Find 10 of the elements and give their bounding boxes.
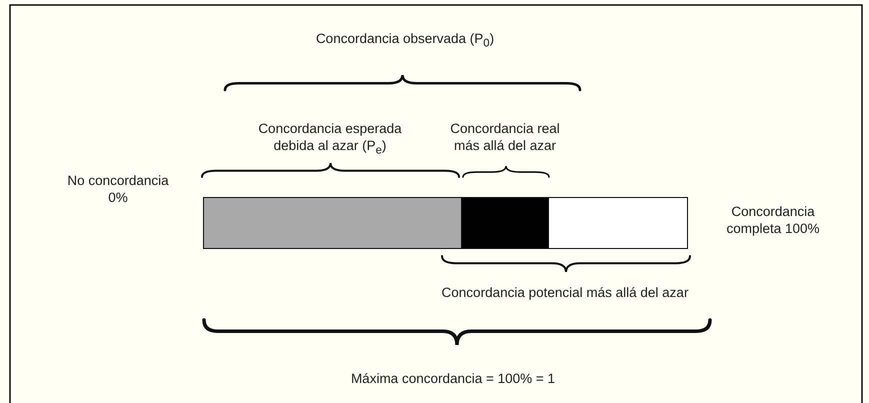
bar-segment — [461, 197, 549, 249]
annotation-text: Concordancia real más allá del azar — [449, 120, 561, 154]
annotation-text: Concordancia potencial más allá del azar — [440, 284, 690, 301]
annotation-text: Concordancia completa 100% — [725, 203, 821, 237]
annotation-text: No concordancia 0% — [66, 172, 170, 206]
bar-segment — [548, 197, 688, 249]
annotation-text: Concordancia observada (P$_{0}$) — [314, 30, 496, 52]
bar-segment — [203, 197, 462, 249]
annotation-text: Máxima concordancia = 100% = 1 — [350, 370, 556, 387]
annotation-text: Concordancia esperada debida al azar (P$_{e}$) — [257, 120, 403, 159]
